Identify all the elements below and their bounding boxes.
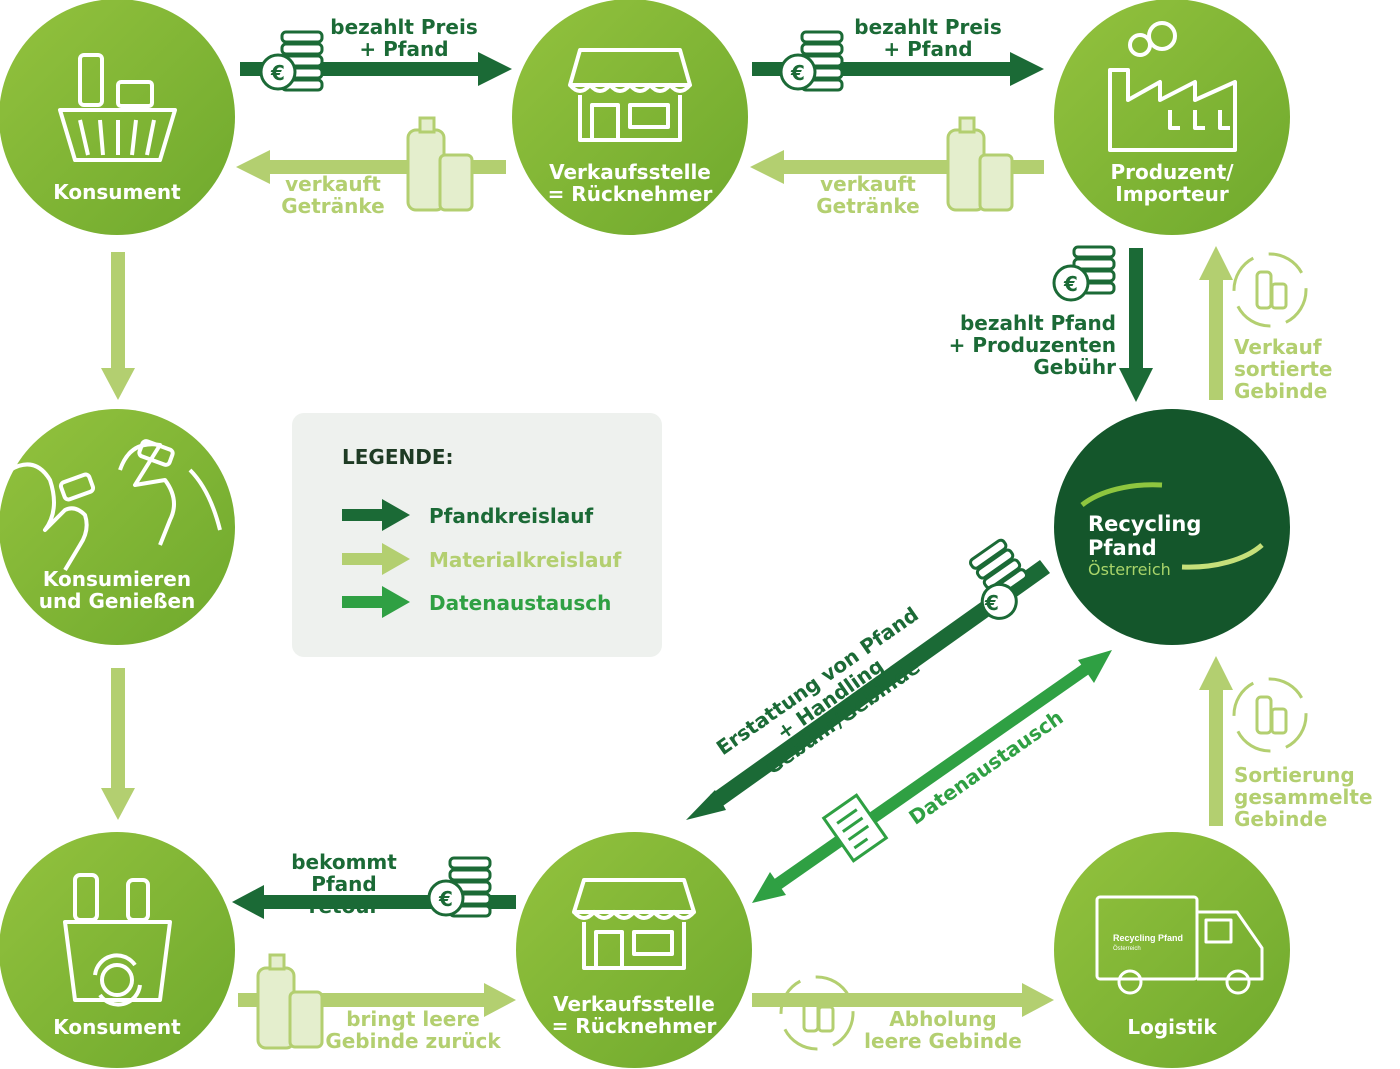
coins-icon <box>427 856 492 918</box>
flow-label-pickup: Abholung leere Gebinde <box>864 1007 1022 1053</box>
coins-icon <box>969 538 1029 620</box>
label-logistik: Logistik <box>1127 1015 1217 1039</box>
material-arrow <box>101 252 135 400</box>
material-arrow <box>1199 246 1233 400</box>
drinking-people-icon <box>8 439 222 572</box>
coins-icon <box>1052 245 1116 302</box>
store-icon <box>568 48 692 142</box>
truck-icon <box>1095 895 1264 995</box>
legend-arrow-material <box>342 543 410 575</box>
legend-label-deposit: Pfandkreislauf <box>429 504 594 528</box>
material-arrow <box>1199 656 1233 826</box>
legend-title: LEGENDE: <box>342 445 454 469</box>
flow-label-returns-empty: bringt leere Gebinde zurück <box>325 1007 501 1053</box>
euro-icon: € <box>270 61 285 85</box>
document-icon <box>821 793 889 863</box>
coins-icon <box>779 30 844 92</box>
logo-title: Recycling Pfand <box>1088 512 1202 560</box>
circle-recycling <box>1054 409 1290 645</box>
truck-logo-title: Recycling Pfand <box>1113 933 1183 943</box>
factory-icon <box>1108 21 1237 152</box>
flow-label-sale-sorted: Verkauf sortierte Gebinde <box>1234 335 1333 403</box>
flow-label-pays-price-2: bezahlt Preis + Pfand <box>854 15 1002 61</box>
recycle-bottles-icon <box>1232 252 1308 328</box>
coins-icon <box>259 30 324 92</box>
euro-icon: € <box>438 887 453 911</box>
label-konsument-top: Konsument <box>53 180 181 204</box>
label-verkauf-bottom: Verkaufsstelle = Rücknehmer <box>551 992 717 1038</box>
recycling-pfand-logo: Recycling Pfand Österreich <box>1088 512 1268 579</box>
logo-subtitle: Österreich <box>1088 560 1171 579</box>
euro-icon: € <box>984 591 999 615</box>
legend-label-data: Datenaustausch <box>429 591 612 615</box>
flow-label-pays-price-1: bezahlt Preis + Pfand <box>330 15 478 61</box>
deposit-arrow <box>686 560 1050 820</box>
logo-swoosh <box>1080 482 1163 507</box>
bottles-icon <box>946 116 1014 212</box>
logo-swoosh <box>1181 543 1264 570</box>
legend-label-material: Materialkreislauf <box>429 548 622 572</box>
legend-arrow-data <box>342 586 410 618</box>
flow-label-sorting: Sortierung gesammelte Gebinde <box>1234 763 1373 831</box>
flow-label-gets-deposit: bekommt Pfand retour <box>291 850 397 918</box>
legend: LEGENDE: Pfandkreislauf Materialkreislau… <box>292 413 662 657</box>
truck-logo-sub: Österreich <box>1113 945 1141 952</box>
bottles-icon <box>406 116 474 212</box>
deposit-arrow <box>1119 248 1153 402</box>
store-icon <box>572 878 696 970</box>
circle-konsument-bottom <box>0 832 235 1068</box>
recycling-bin-icon <box>63 873 172 1007</box>
euro-icon: € <box>790 61 805 85</box>
flow-label-sells-1: verkauft Getränke <box>281 172 385 218</box>
legend-arrow-deposit <box>342 499 410 531</box>
circle-logistik <box>1054 832 1290 1068</box>
label-konsument-bottom: Konsument <box>53 1015 181 1039</box>
circle-konsument-top <box>0 0 235 235</box>
circle-konsumieren <box>0 409 235 645</box>
material-arrow <box>752 983 1054 1017</box>
label-verkauf-top: Verkaufsstelle = Rücknehmer <box>547 160 713 206</box>
euro-icon: € <box>1063 272 1078 296</box>
basket-icon <box>58 53 177 162</box>
flow-label-pays-deposit: bezahlt Pfand + Produzenten Gebühr <box>948 311 1116 379</box>
material-arrow <box>101 668 135 820</box>
recycle-bottles-icon <box>779 975 855 1051</box>
label-produzent: Produzent/ Importeur <box>1110 160 1234 206</box>
recycle-bottles-icon <box>1232 677 1308 753</box>
label-konsumieren: Konsumieren und Genießen <box>38 567 196 613</box>
bottles-icon <box>256 953 324 1050</box>
flow-label-sells-2: verkauft Getränke <box>816 172 920 218</box>
